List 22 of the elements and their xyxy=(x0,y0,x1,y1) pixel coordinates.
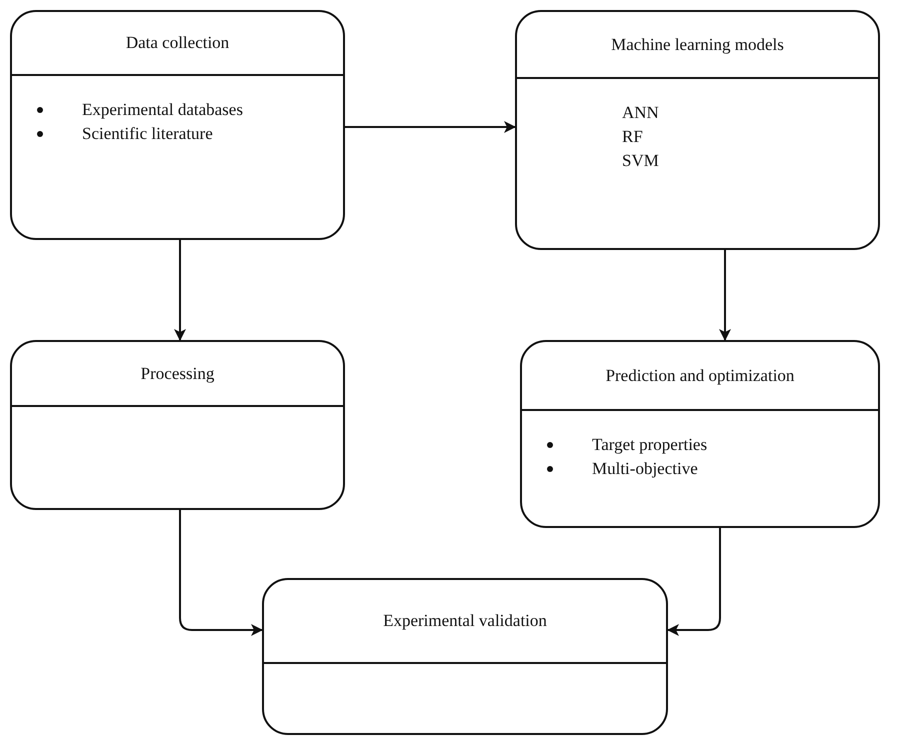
list-item: Multi-objective xyxy=(592,458,698,480)
list-item: SVM xyxy=(622,150,659,172)
list-item: Experimental databases xyxy=(82,99,243,121)
list-item: Scientific literature xyxy=(82,123,213,145)
arrow xyxy=(174,240,186,341)
box-heading: Processing xyxy=(140,364,214,384)
process-box xyxy=(520,340,880,528)
process-box xyxy=(515,10,880,250)
box-heading: Experimental validation xyxy=(383,611,547,631)
box-heading: Machine learning models xyxy=(611,34,784,54)
arrow xyxy=(667,528,721,636)
process-box xyxy=(10,340,345,510)
list-item: Target properties xyxy=(592,434,708,456)
arrow xyxy=(719,250,731,341)
box-heading: Data collection xyxy=(126,33,230,53)
arrow xyxy=(345,121,516,133)
list-item: RF xyxy=(622,126,643,148)
arrow xyxy=(179,510,263,636)
box-heading: Prediction and optimization xyxy=(606,366,794,386)
process-box xyxy=(10,10,345,240)
process-box xyxy=(262,578,668,735)
list-item: ANN xyxy=(622,102,659,124)
